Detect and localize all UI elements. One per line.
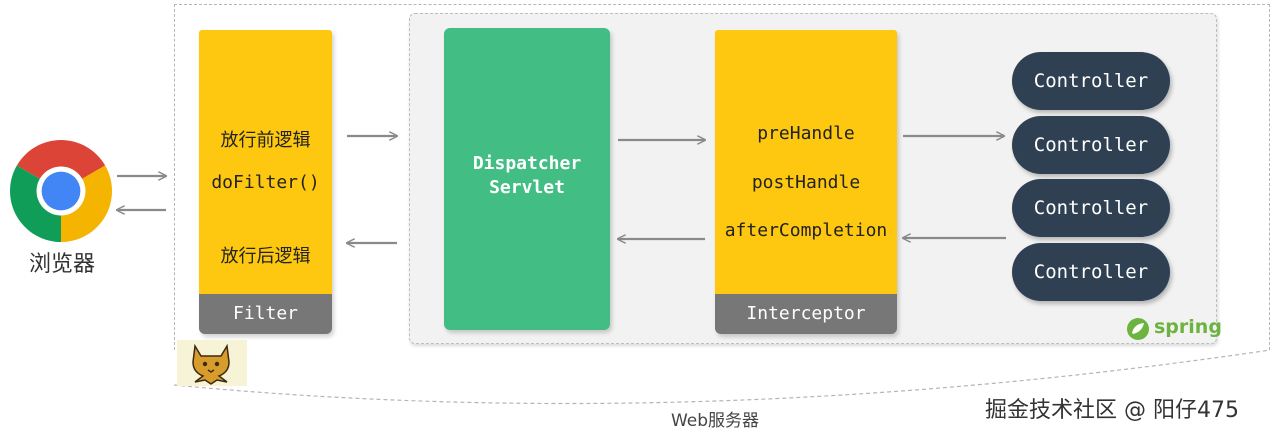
watermark: 掘金技术社区 @ 阳仔475 xyxy=(985,398,1239,423)
filter-before-logic: 放行前逻辑 xyxy=(220,130,311,151)
controller-4: Controller xyxy=(1012,243,1170,301)
chrome-icon[interactable] xyxy=(10,140,112,242)
filter-label: Filter xyxy=(199,294,332,334)
spring-leaf-icon xyxy=(1127,318,1149,340)
web-server-region xyxy=(174,4,1270,350)
interceptor-block: preHandle postHandle afterCompletion Int… xyxy=(715,30,897,334)
dispatcher-label-line1: Dispatcher xyxy=(472,153,582,174)
filter-block: 放行前逻辑 doFilter() 放行后逻辑 Filter xyxy=(199,30,332,334)
dispatcher-servlet-block: Dispatcher Servlet xyxy=(444,28,610,330)
controller-3: Controller xyxy=(1012,179,1170,237)
web-server-boundary xyxy=(174,349,1271,405)
dispatcher-label-line2: Servlet xyxy=(489,177,565,198)
filter-dofilter-method: doFilter() xyxy=(211,172,320,193)
controller-1: Controller xyxy=(1012,52,1170,110)
interceptor-label: Interceptor xyxy=(715,294,897,334)
controller-2: Controller xyxy=(1012,116,1170,174)
browser-label: 浏览器 xyxy=(28,252,95,277)
interceptor-posthandle: postHandle xyxy=(751,172,861,193)
interceptor-aftercompletion: afterCompletion xyxy=(724,220,888,241)
spring-label: spring xyxy=(1154,316,1222,338)
spring-logo: spring xyxy=(1124,314,1222,344)
web-server-label: Web服务器 xyxy=(670,411,760,431)
filter-after-logic: 放行后逻辑 xyxy=(220,246,311,267)
tomcat-icon xyxy=(177,340,247,386)
interceptor-prehandle: preHandle xyxy=(757,123,855,144)
